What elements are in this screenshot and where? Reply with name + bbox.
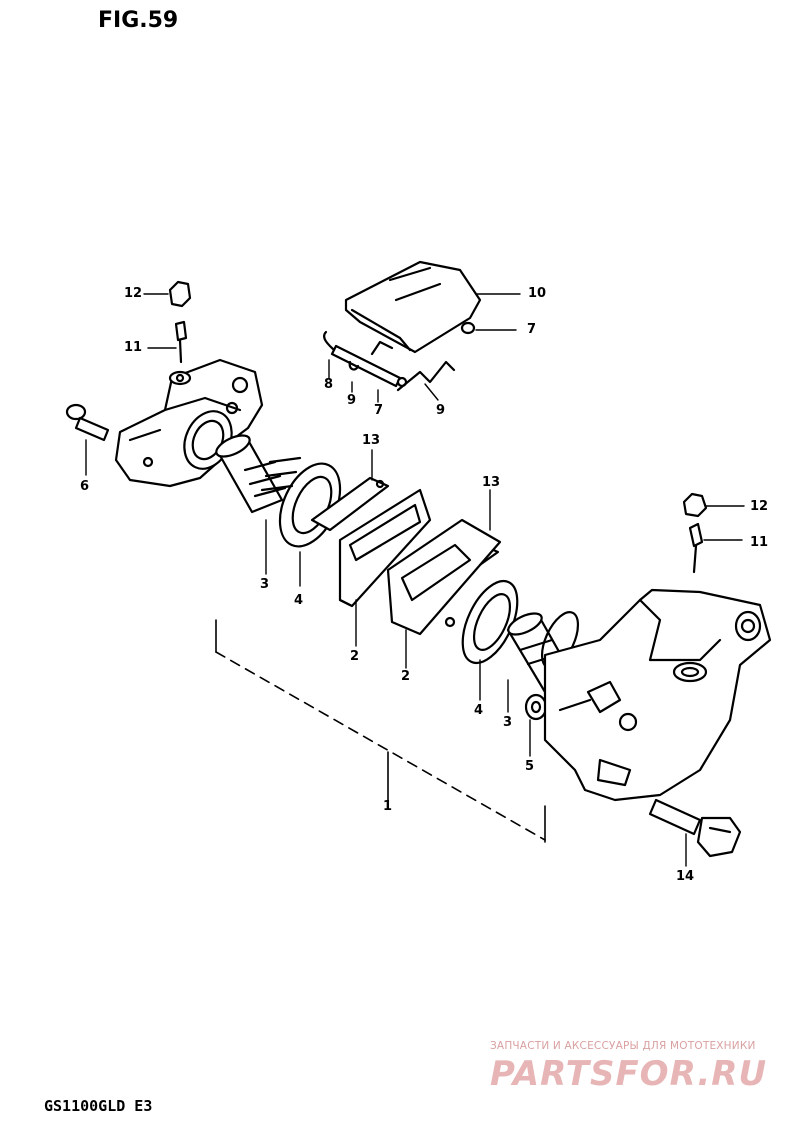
callout-10: 10 [528, 286, 547, 301]
callout-7-lower: 7 [374, 403, 384, 418]
pad-cover [344, 260, 482, 354]
left-caliper-body [114, 358, 264, 488]
callout-12-left: 12 [124, 286, 143, 301]
callout-3-left: 3 [260, 577, 270, 592]
pad-pin [330, 344, 408, 388]
callout-4-right: 4 [474, 703, 484, 718]
callout-13-left: 13 [362, 433, 381, 448]
assembly-bracket [215, 619, 546, 843]
callout-11-right: 11 [750, 535, 769, 550]
callout-14: 14 [676, 869, 695, 884]
watermark-brand: PARTSFOR.RU [490, 1054, 768, 1094]
model-code: GS1100GLD E3 [44, 1097, 153, 1115]
callout-2-left: 2 [350, 649, 360, 664]
callout-11-left: 11 [124, 340, 143, 355]
figure-title: FIG.59 [98, 8, 179, 33]
watermark-subtitle: ЗАПЧАСТИ И АКСЕССУАРЫ ДЛЯ МОТОТЕХНИКИ [490, 1040, 756, 1052]
callout-6: 6 [80, 479, 90, 494]
callout-2-right: 2 [401, 669, 411, 684]
callout-9-right: 9 [436, 403, 446, 418]
callout-8: 8 [324, 377, 334, 392]
shim-left [310, 476, 390, 532]
right-caliper-body [543, 588, 772, 802]
callout-3-right: 3 [503, 715, 513, 730]
pad-spring [370, 340, 456, 392]
pin-clip [323, 330, 360, 371]
callout-13-right: 13 [482, 475, 501, 490]
bleeder-valve-left [174, 320, 188, 364]
bleeder-cap-left [168, 280, 192, 308]
callout-4-left: 4 [294, 593, 304, 608]
mounting-bolt-left [65, 403, 110, 442]
washer [524, 693, 548, 721]
callout-7-upper: 7 [527, 322, 537, 337]
callout-5: 5 [525, 759, 535, 774]
brake-pad-left [338, 488, 432, 608]
left-piston [215, 434, 287, 514]
leader-lines [85, 293, 745, 867]
bleeder-cap-right [682, 492, 708, 518]
bleeder-valve-right [688, 522, 704, 574]
callout-9-left: 9 [347, 393, 357, 408]
brake-pad-right [386, 518, 502, 636]
callout-1: 1 [383, 799, 393, 814]
cover-bolt [460, 321, 476, 335]
mounting-bolt-right [648, 798, 742, 858]
callout-12-right: 12 [750, 499, 769, 514]
